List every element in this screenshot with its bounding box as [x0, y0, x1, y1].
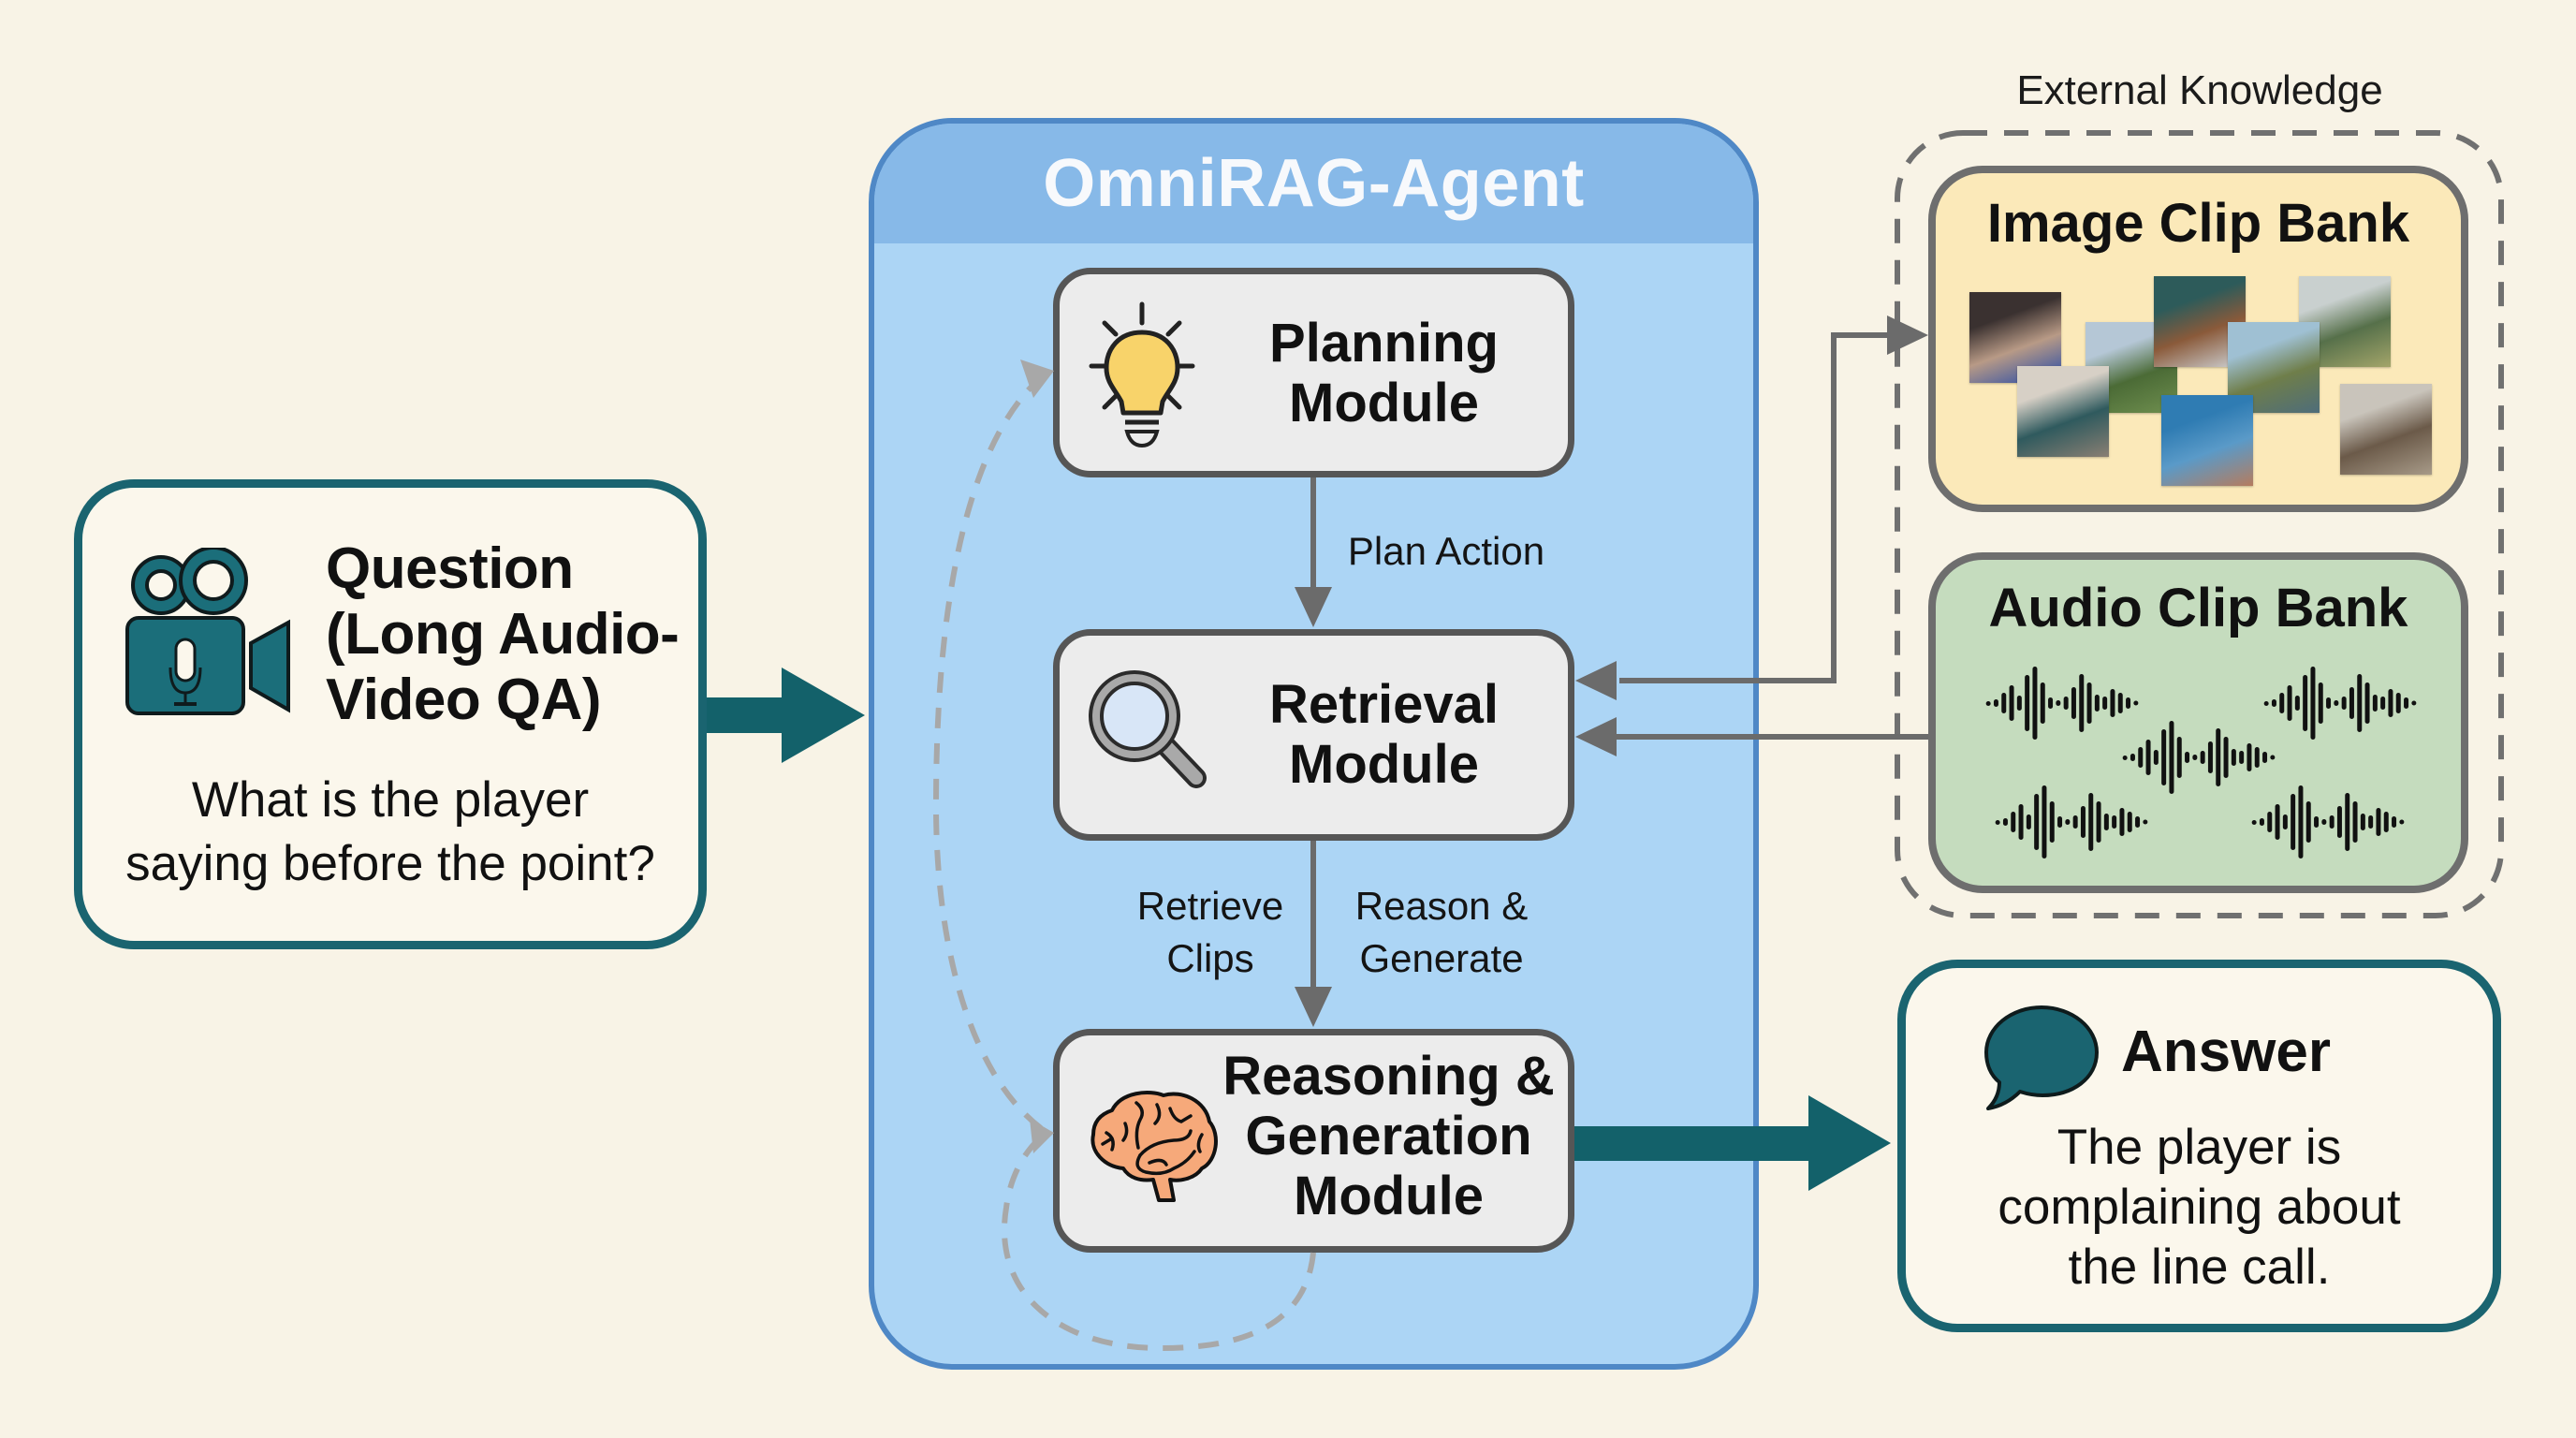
reasoning-generation-module[interactable]: Reasoning & Generation Module — [1053, 1029, 1574, 1253]
thumbnail-metal-closeup[interactable] — [2340, 384, 2432, 475]
agent-title: OmniRAG-Agent — [1043, 146, 1585, 221]
speech-bubble-icon — [1984, 1005, 2099, 1110]
answer-card: Answer The player is complaining about t… — [1897, 960, 2501, 1332]
retrieval-module-label: Retrieval Module — [1268, 674, 1500, 795]
video-camera-microphone-icon — [125, 548, 290, 715]
question-title: Question (Long Audio- Video QA) — [326, 536, 680, 732]
thumbnail-blurry-figure[interactable] — [2017, 366, 2109, 457]
audio-clip-bank[interactable]: Audio Clip Bank — [1928, 552, 2468, 893]
question-card: Question (Long Audio- Video QA) What is … — [74, 479, 707, 949]
answer-text: The player is complaining about the line… — [1998, 1120, 2401, 1295]
answer-title: Answer — [2121, 1020, 2331, 1084]
thumbnail-man-blue-sky[interactable] — [2161, 395, 2253, 486]
agent-header: OmniRAG-Agent — [874, 124, 1753, 243]
retrieval-module[interactable]: Retrieval Module — [1053, 629, 1574, 841]
reasoning-module-label: Reasoning & Generation Module — [1222, 1046, 1555, 1226]
audio-clip-bank-title: Audio Clip Bank — [1988, 578, 2408, 638]
reason-generate-label: Reason & Generate — [1354, 884, 1529, 980]
magnifying-glass-icon — [1089, 670, 1207, 788]
planning-module[interactable]: Planning Module — [1053, 268, 1574, 477]
question-to-agent-arrow — [707, 668, 865, 763]
lightbulb-icon — [1089, 301, 1195, 448]
image-clip-bank-title: Image Clip Bank — [1986, 193, 2410, 254]
planning-module-label: Planning Module — [1269, 313, 1499, 433]
external-knowledge-label: External Knowledge — [2016, 67, 2383, 113]
retrieve-clips-label: Retrieve Clips — [1136, 884, 1284, 980]
brain-icon — [1090, 1091, 1218, 1202]
plan-action-label: Plan Action — [1347, 529, 1545, 573]
question-text: What is the player saying before the poi… — [125, 772, 655, 891]
